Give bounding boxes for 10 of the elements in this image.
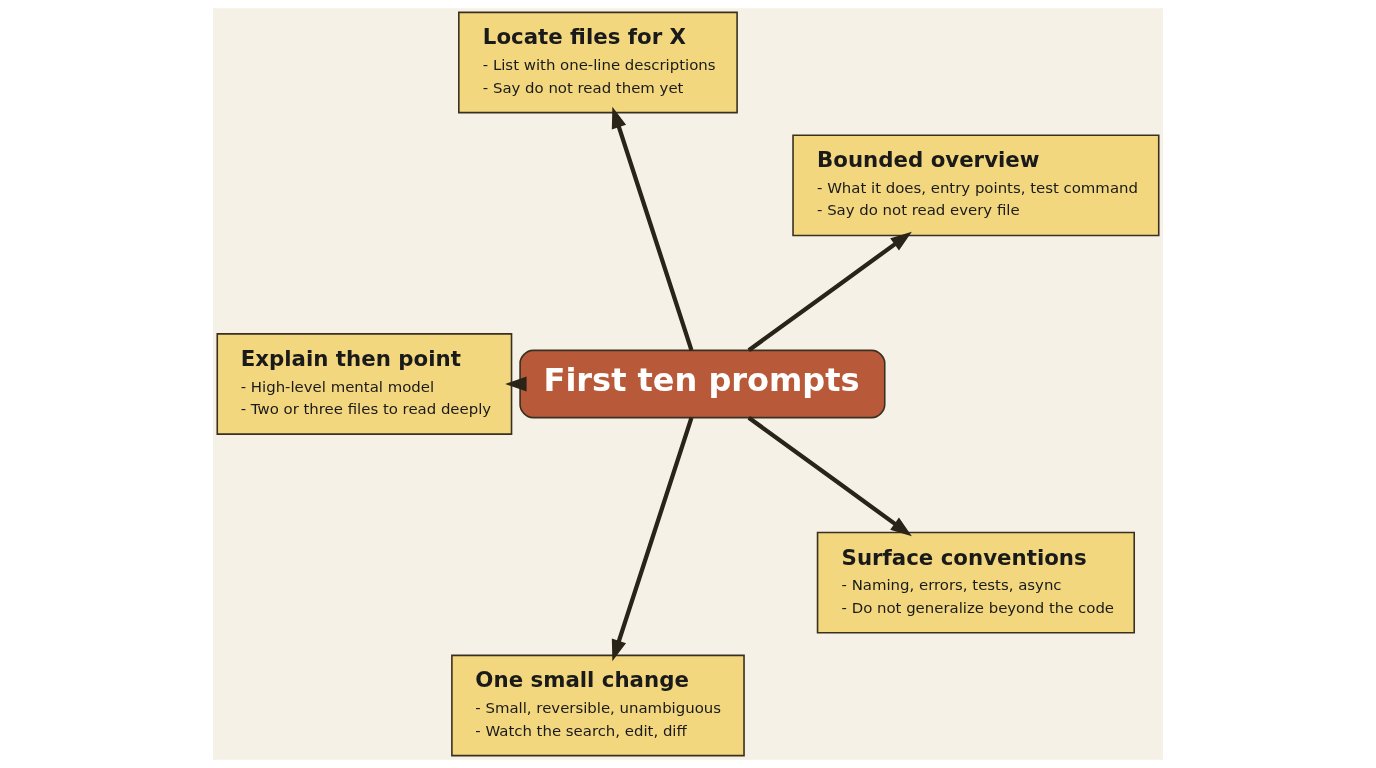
arrow <box>611 106 694 351</box>
arrow <box>505 376 527 392</box>
node-box: Surface conventions - Naming, errors, tests, async - Do not generalize beyond the code <box>816 531 1135 634</box>
arrow <box>611 417 694 662</box>
node-box: Locate files for X - List with one-line descriptions - Say do not read them yet <box>458 11 738 114</box>
node-box: Explain then point - High-level mental model - Two or three files to read deeply <box>216 333 513 435</box>
node-box: One small change - Small, reversible, unambiguous - Watch the search, edit, diff <box>451 654 745 757</box>
arrow <box>747 231 912 352</box>
arrow <box>747 416 912 537</box>
node-box: Bounded overview - What it does, entry points, test command - Say do not read every file <box>792 134 1160 237</box>
